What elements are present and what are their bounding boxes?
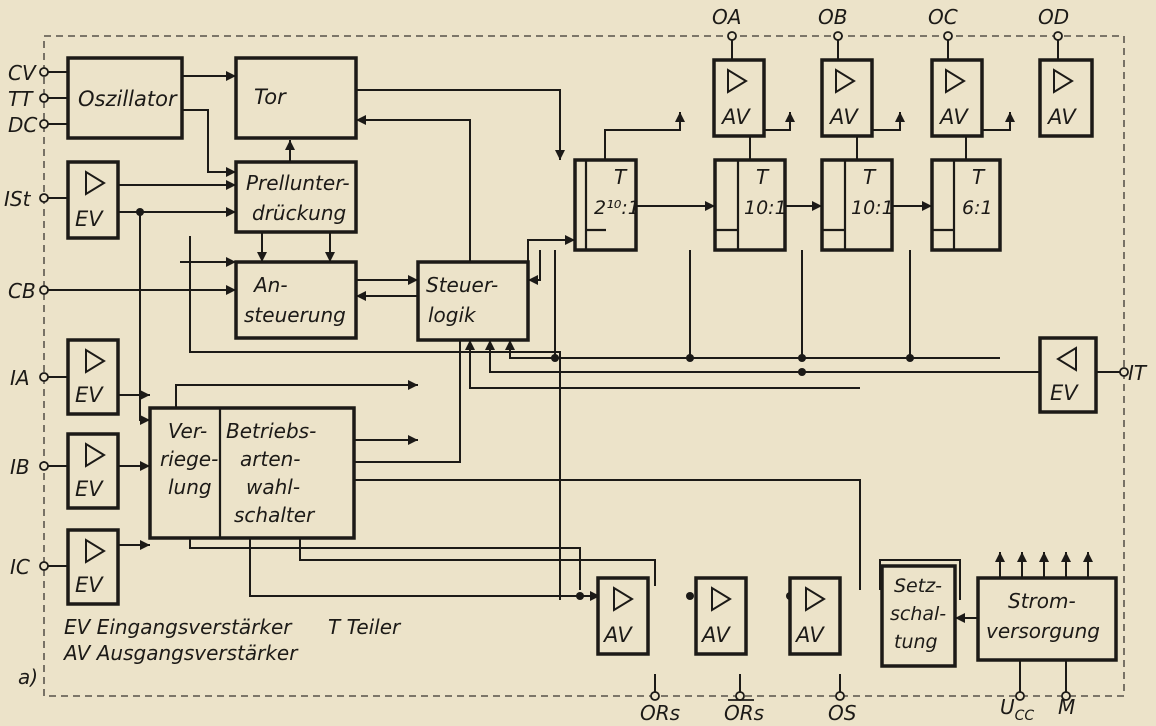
stromversorgung-block: Strom- versorgung [976, 576, 1118, 662]
ev-block-ic: EV [66, 528, 120, 606]
av-block-ob: AV [820, 58, 874, 138]
terminal-ucc: UCC [1000, 695, 1034, 724]
terminal-tt: TT [8, 87, 34, 111]
setz-label-1: Setz- [894, 575, 942, 597]
terminal-m: M [1058, 695, 1075, 719]
av-label: AV [828, 105, 859, 129]
av-block-os: AV [788, 576, 842, 656]
ev-label: EV [75, 383, 104, 407]
terminal-dc: DC [8, 113, 37, 137]
betr-label-2: arten- [240, 447, 301, 471]
ansteuer-label-1: An- [252, 273, 288, 297]
prell-label-1: Prellunter- [246, 171, 350, 195]
terminal-oc: OC [928, 5, 958, 29]
legend-av: AV Ausgangsverstärker [62, 641, 299, 665]
ratio-label: 6:1 [962, 197, 993, 219]
av-block-ors2: AV [694, 576, 748, 656]
av-label: AV [700, 623, 731, 647]
prell-label-2: drückung [252, 201, 346, 225]
legend-ev: EV Eingangsverstärker [64, 615, 293, 639]
setz-label-3: tung [894, 631, 938, 653]
prellunterdrueckung-block: Prellunter- drückung [234, 160, 358, 234]
terminal-cb: CB [8, 279, 36, 303]
terminal-ist: ISt [4, 187, 32, 211]
terminals [39, 31, 1129, 701]
steuer-label-2: logik [428, 303, 477, 327]
terminal-ia: IA [10, 366, 30, 390]
figure-label: a) [18, 665, 38, 689]
ratio-label: 10:1 [744, 197, 787, 219]
terminal-it: IT [1128, 361, 1148, 385]
junction-dots [136, 208, 914, 600]
av-block-oc: AV [930, 58, 984, 138]
ev-label: EV [1050, 381, 1079, 405]
strom-label-2: versorgung [986, 619, 1100, 643]
av-block-od: AV [1038, 58, 1094, 138]
terminal-ob: OB [818, 5, 847, 29]
ev-block-ist: EV [66, 160, 120, 240]
ev-block-ib: EV [66, 432, 120, 510]
betr-label-3: wahl- [246, 475, 300, 499]
ev-label: EV [75, 477, 104, 501]
betr-label-1: Betriebs- [226, 419, 316, 443]
teiler-block-10-b: T 10:1 [820, 158, 894, 252]
terminal-ors-1: ORs [640, 701, 680, 725]
verr-label-3: lung [168, 475, 212, 499]
steuer-label-1: Steuer- [426, 273, 498, 297]
av-label: AV [794, 623, 825, 647]
teiler-block-2-10: T 2¹⁰:1 [573, 158, 640, 252]
terminal-labels: CV TT DC ISt CB IA IB IC IT OA OB OC OD … [4, 5, 1148, 725]
verriegelung-betriebsartenwahlschalter-block: Ver- riege- lung Betriebs- arten- wahl- … [148, 406, 356, 540]
ev-block-ia: EV [66, 338, 120, 416]
arrowheads [140, 71, 1093, 623]
steuerlogik-block: Steuer- logik [416, 260, 530, 342]
ev-label: EV [75, 573, 104, 597]
setzschaltung-block: Setz- schal- tung [880, 564, 957, 668]
wires [44, 40, 1124, 700]
terminal-oa: OA [712, 5, 741, 29]
setz-label-2: schal- [890, 603, 946, 625]
betr-label-4: schalter [234, 503, 316, 527]
teiler-block-6: T 6:1 [930, 158, 1002, 252]
terminal-ic: IC [10, 555, 30, 579]
tor-block: Tor [234, 56, 358, 140]
ansteuer-label-2: steuerung [244, 303, 346, 327]
terminal-ucc-sub: CC [1015, 708, 1035, 724]
terminal-cv: CV [8, 61, 37, 85]
oszillator-block: Oszillator [66, 56, 184, 140]
verr-label-1: Ver- [168, 419, 207, 443]
legend: EV Eingangsverstärker AV Ausgangsverstär… [18, 615, 402, 689]
terminal-ors-2: ORs [724, 701, 764, 725]
terminal-od: OD [1038, 5, 1069, 29]
t-label: T [863, 165, 877, 189]
av-label: AV [938, 105, 969, 129]
av-label: AV [1046, 105, 1077, 129]
legend-t: T Teiler [328, 615, 402, 639]
av-block-oa: AV [712, 58, 766, 138]
av-label: AV [720, 105, 751, 129]
teiler-block-10-a: T 10:1 [713, 158, 787, 252]
av-label: AV [602, 623, 633, 647]
ev-block-it: EV [1038, 336, 1098, 414]
oszillator-label: Oszillator [78, 87, 178, 111]
tor-label: Tor [254, 85, 287, 109]
verr-label-2: riege- [160, 447, 218, 471]
ansteuerung-block: An- steuerung [234, 260, 358, 340]
dashed-frame [43, 35, 1125, 697]
terminal-ucc-main: U [1000, 695, 1015, 719]
strom-label-1: Strom- [1008, 589, 1076, 613]
ratio-label: 2¹⁰:1 [594, 197, 640, 219]
av-block-ors1: AV [596, 576, 650, 656]
t-label: T [756, 165, 770, 189]
terminal-ib: IB [10, 455, 30, 479]
ratio-label: 10:1 [851, 197, 894, 219]
t-label: T [614, 165, 628, 189]
t-label: T [972, 165, 986, 189]
terminal-os: OS [828, 701, 857, 725]
ev-label: EV [75, 207, 104, 231]
